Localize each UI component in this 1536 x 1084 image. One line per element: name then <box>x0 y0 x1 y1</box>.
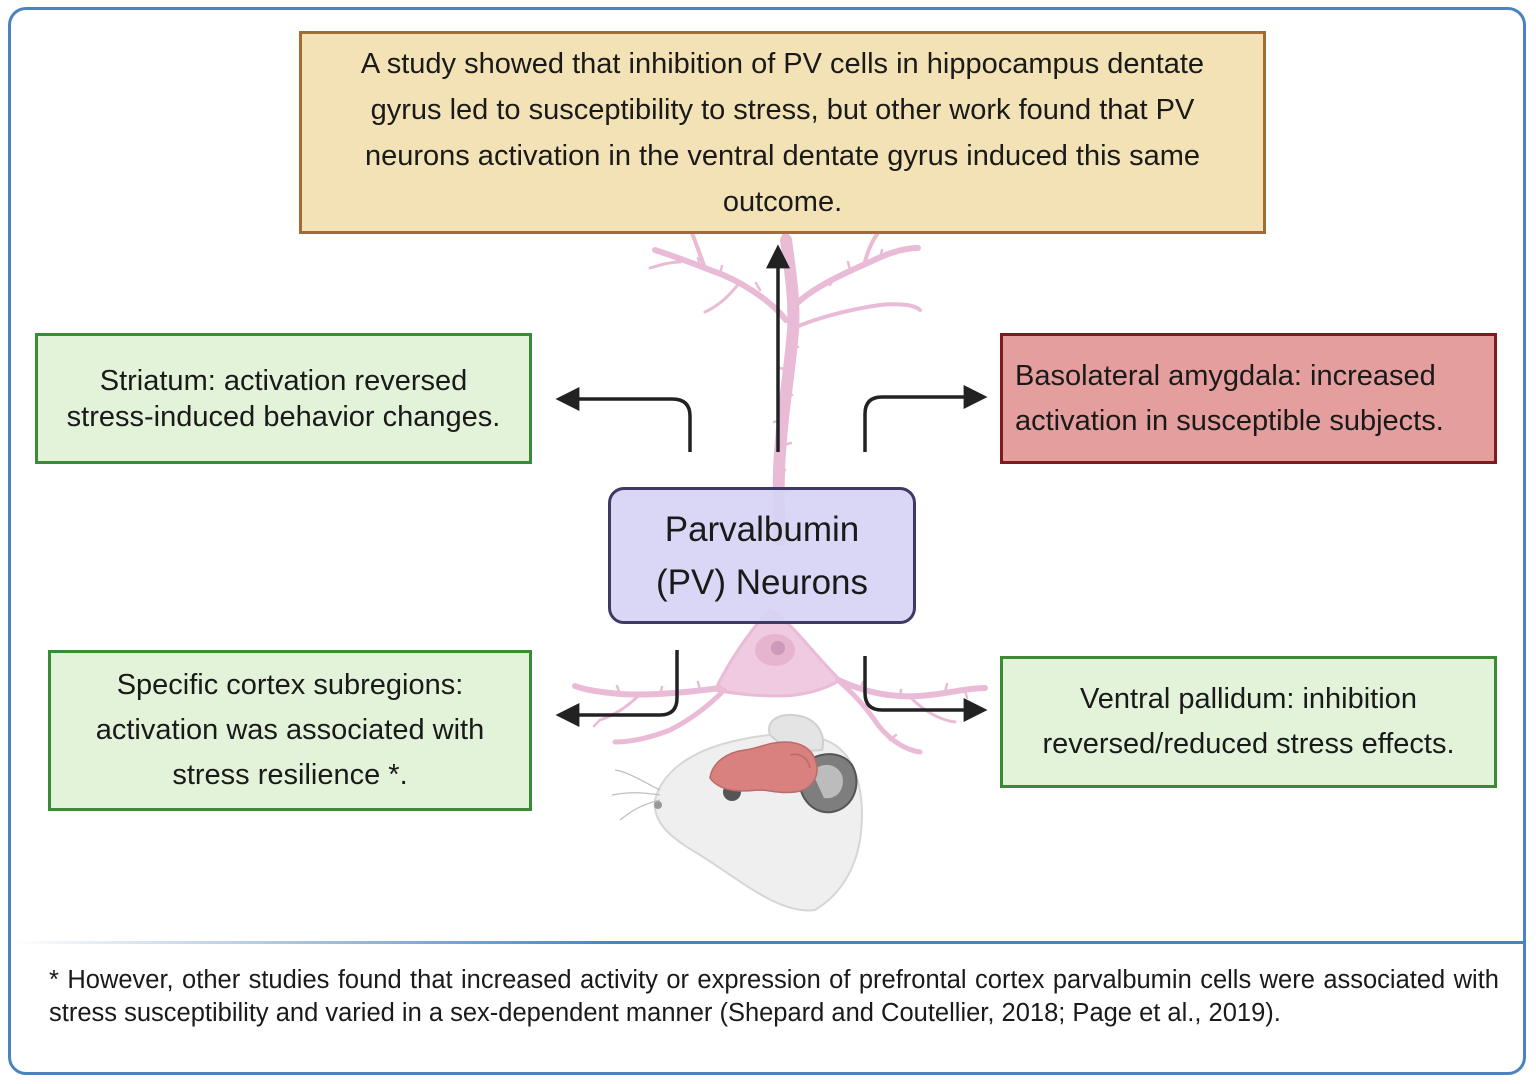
box-text-line: A study showed that inhibition of PV cel… <box>360 47 1205 80</box>
arrow-to-cortex <box>555 650 679 727</box>
box-text-line: outcome. <box>722 185 843 218</box>
box-text-line: Ventral pallidum: inhibition <box>1080 683 1417 715</box>
arrow-to-amygdala <box>863 385 988 452</box>
footnote-divider <box>11 941 1523 944</box>
arrow-to-striatum <box>555 387 692 452</box>
ventral-pallidum-finding-box: Ventral pallidum: inhibition reversed/re… <box>1000 656 1497 788</box>
connector-arrows <box>555 244 988 727</box>
box-text-line: gyrus led to susceptibility to stress, b… <box>370 93 1195 126</box>
box-text-line: Basolateral amygdala: increased <box>1015 359 1436 392</box>
cortex-finding-box: Specific cortex subregions: activation w… <box>48 650 532 811</box>
box-text-line: stress-induced behavior changes. <box>66 400 501 433</box>
box-text-line: stress resilience *. <box>172 759 408 791</box>
box-text-line: Striatum: activation reversed <box>99 364 468 397</box>
footnote-text: * However, other studies found that incr… <box>49 966 1499 1027</box>
neuron-icon <box>572 215 988 755</box>
center-title-line: (PV) Neurons <box>655 562 869 602</box>
striatum-finding-box: Striatum: activation reversed stress-ind… <box>35 333 532 464</box>
arrow-to-pallidum <box>863 656 988 722</box>
box-text-line: activation in susceptible subjects. <box>1015 404 1444 437</box>
hippocampus-finding-box: A study showed that inhibition of PV cel… <box>299 31 1266 234</box>
box-text-line: neurons activation in the ventral dentat… <box>364 139 1201 172</box>
box-text-line: reversed/reduced stress effects. <box>1042 728 1455 760</box>
amygdala-finding-box: Basolateral amygdala: increased activati… <box>1000 333 1497 464</box>
pv-neurons-center-box: Parvalbumin (PV) Neurons <box>608 487 916 624</box>
mouse-head-icon <box>611 714 863 912</box>
mouse-brain-icon <box>709 741 818 794</box>
box-text-line: Specific cortex subregions: <box>116 669 464 701</box>
center-title-line: Parvalbumin <box>664 509 860 549</box>
box-text-line: activation was associated with <box>95 714 485 746</box>
